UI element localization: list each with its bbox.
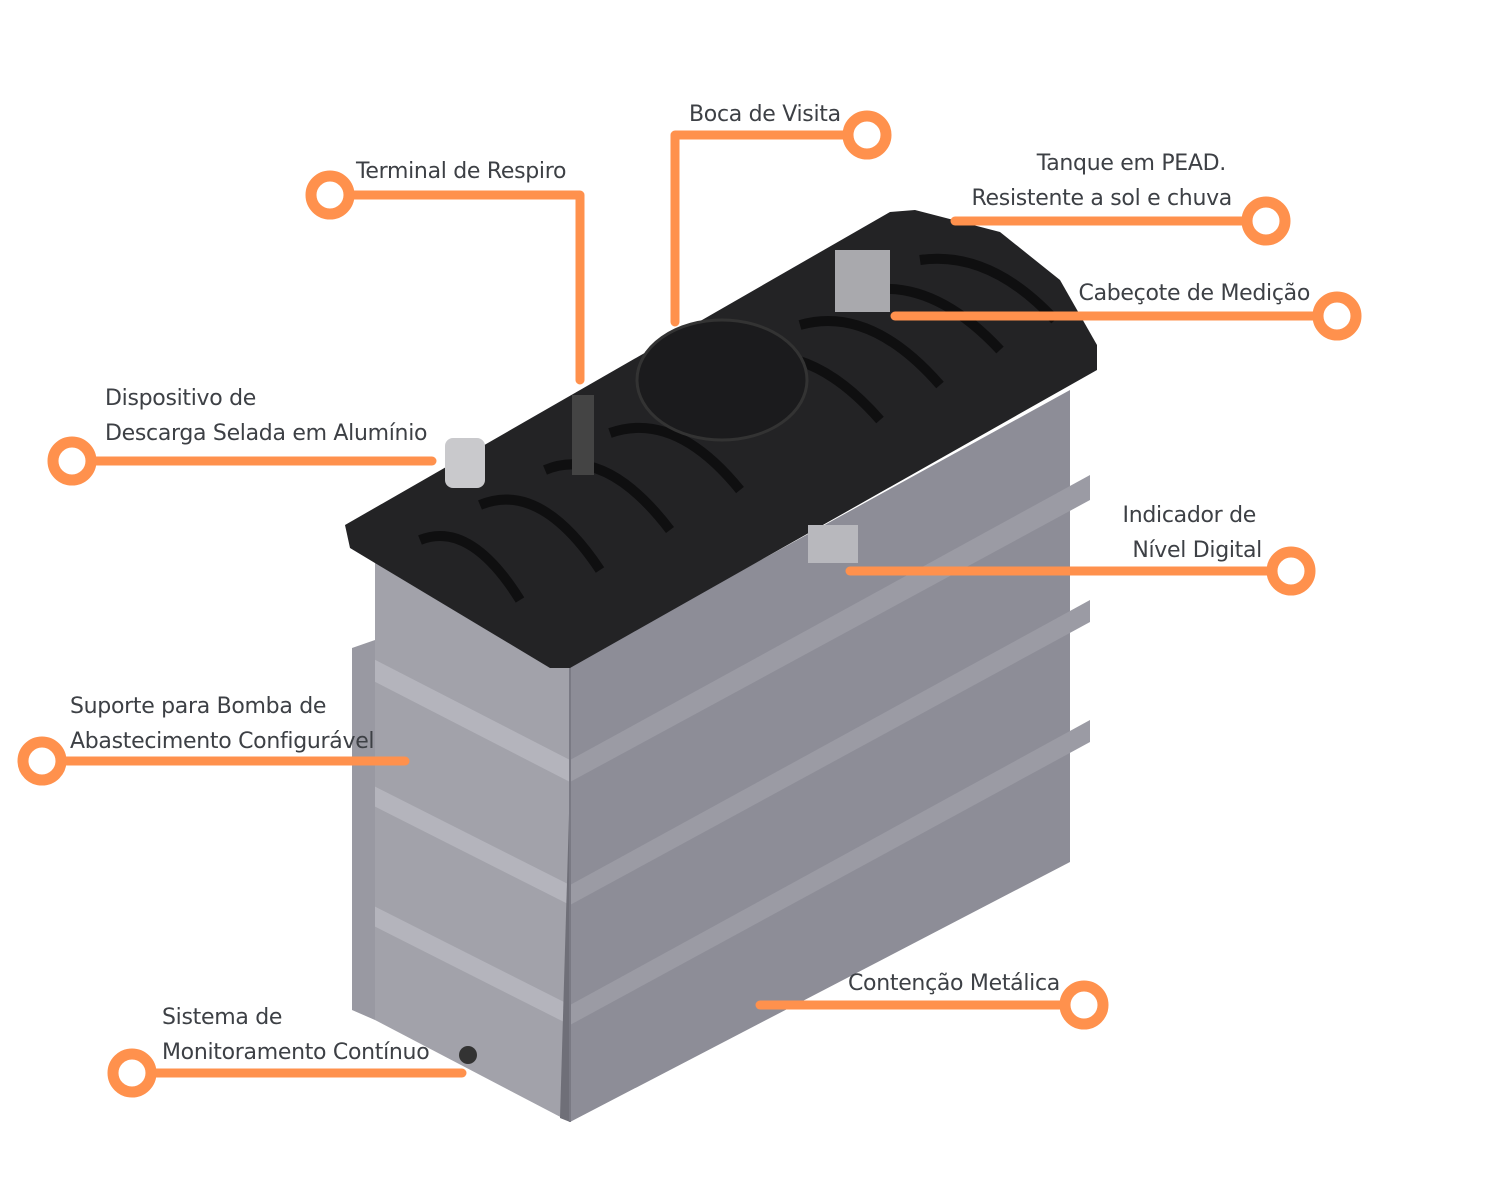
label-line: Abastecimento Configurável (70, 729, 375, 754)
manhole-cover (635, 318, 809, 442)
measurement-head (835, 250, 890, 312)
label-suporte-bomba: Suporte para Bomba de Abastecimento Confi… (70, 689, 375, 759)
label-terminal-respiro: Terminal de Respiro (356, 154, 566, 189)
label-line: Contenção Metálica (848, 971, 1060, 996)
leader-lines (37, 130, 1342, 1078)
monitoring-port (459, 1046, 477, 1064)
label-line: Boca de Visita (689, 102, 841, 127)
label-boca-visita: Boca de Visita (689, 97, 841, 132)
label-line: Descarga Selada em Alumínio (105, 421, 428, 446)
label-cabecote-medicao: Cabeçote de Medição (1050, 276, 1311, 311)
label-line: Monitoramento Contínuo (162, 1040, 430, 1065)
vent-terminal (572, 395, 594, 475)
label-line: Sistema de (162, 1005, 283, 1030)
label-line: Resistente a sol e chuva (971, 186, 1233, 211)
label-sistema-monitoramento: Sistema de Monitoramento Contínuo (162, 1000, 430, 1070)
label-contencao-metalica: Contenção Metálica (848, 966, 1060, 1001)
label-indicador-nivel: Indicador de Nível Digital (1080, 498, 1263, 568)
hdpe-lid (345, 210, 1097, 1064)
discharge-device (445, 438, 485, 488)
label-line: Dispositivo de (105, 386, 257, 411)
label-line: Nível Digital (1132, 538, 1262, 563)
callout-markers (17, 110, 1362, 1098)
label-line: Terminal de Respiro (356, 159, 567, 184)
label-line: Tanque em PEAD. (1036, 151, 1227, 176)
label-line: Suporte para Bomba de (70, 694, 327, 719)
label-dispositivo-descarga: Dispositivo de Descarga Selada em Alumíni… (105, 381, 427, 451)
label-line: Cabeçote de Medição (1078, 281, 1311, 306)
label-line: Indicador de (1122, 503, 1257, 528)
level-indicator (808, 525, 858, 563)
label-tanque-pead: Tanque em PEAD. Resistente a sol e chuva (960, 146, 1233, 216)
